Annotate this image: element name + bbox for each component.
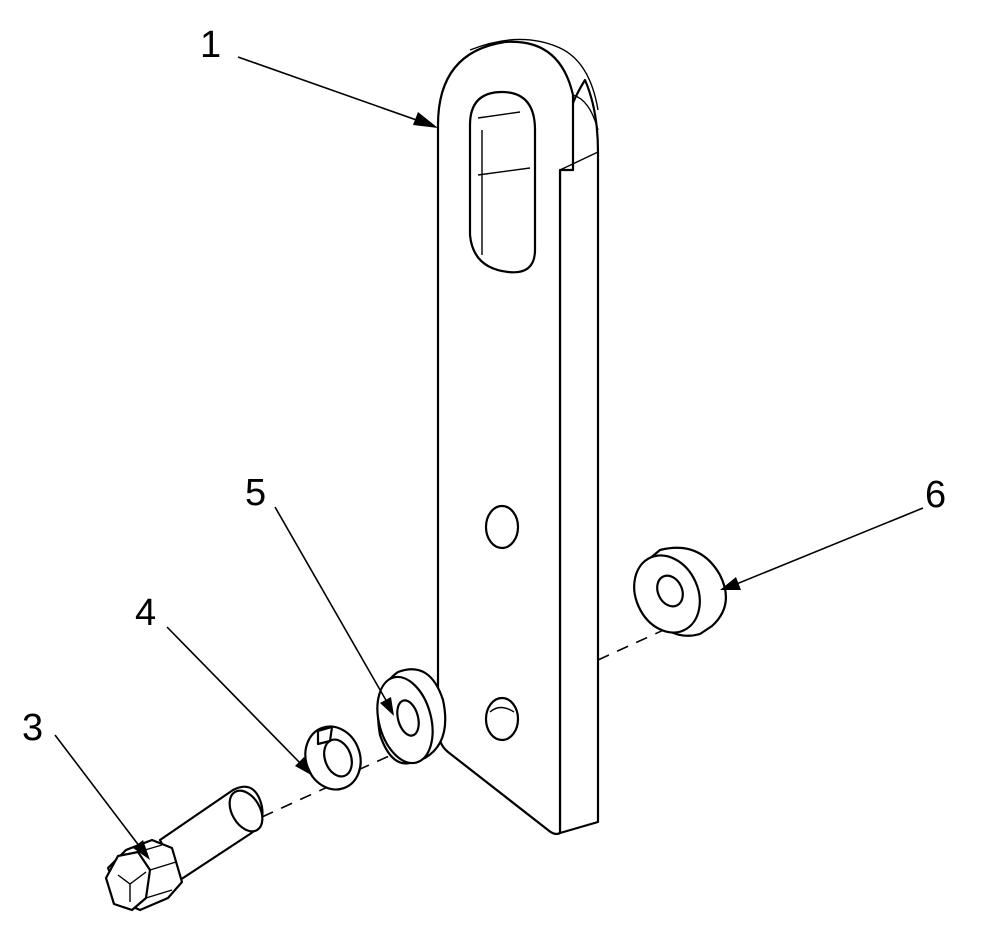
- spacer-bore: [656, 574, 684, 608]
- hex-bolt-part-3: [104, 785, 264, 912]
- bracket-side-face: [558, 78, 600, 835]
- spacer-part-6: [633, 546, 728, 637]
- bracket-upper-hole: [484, 504, 520, 550]
- leader-line-5: [274, 506, 388, 703]
- leader-line-3: [54, 734, 141, 848]
- axis-segment-bolt-lockwasher: [261, 784, 333, 818]
- flat-washer-bore: [396, 699, 420, 737]
- bracket-lower-hole: [484, 696, 520, 742]
- leader-arrow-3: [133, 840, 150, 860]
- leader-line-1: [237, 56, 426, 124]
- bracket-top-edge: [469, 38, 599, 111]
- bracket-part-1: [436, 38, 600, 836]
- flat-washer-part-5: [376, 668, 447, 765]
- bracket-slot-inner-edges: [477, 111, 531, 255]
- bracket-shoulder-edge: [559, 151, 599, 171]
- axis-segment-bracket-spacer: [597, 627, 669, 661]
- bolt-tip: [228, 789, 264, 833]
- leader-line-6: [733, 507, 924, 586]
- bracket-slot: [468, 90, 537, 274]
- callout-6: 6: [925, 474, 946, 516]
- lock-washer-bore: [323, 738, 353, 778]
- axis-segment-lockwasher-washer: [357, 751, 399, 771]
- callout-4: 4: [135, 592, 156, 634]
- callout-labels: 1 3 4 5 6: [22, 24, 946, 749]
- lock-washer-part-4: [304, 725, 362, 791]
- leader-lines: [54, 56, 924, 860]
- bracket-round-edge: [572, 94, 599, 131]
- bolt-hex-head-face: [104, 850, 152, 912]
- leader-arrow-4: [295, 757, 313, 776]
- callout-3: 3: [22, 707, 43, 749]
- leader-line-4: [166, 626, 303, 766]
- leader-arrow-6: [720, 577, 741, 590]
- bolt-head-marking: [117, 871, 147, 902]
- leader-arrow-1: [413, 112, 438, 128]
- lock-washer-split: [316, 725, 334, 746]
- callout-5: 5: [245, 472, 266, 514]
- leader-arrow-5: [380, 697, 394, 716]
- bracket-lower-hole-edge: [489, 706, 515, 713]
- callout-1: 1: [200, 24, 221, 66]
